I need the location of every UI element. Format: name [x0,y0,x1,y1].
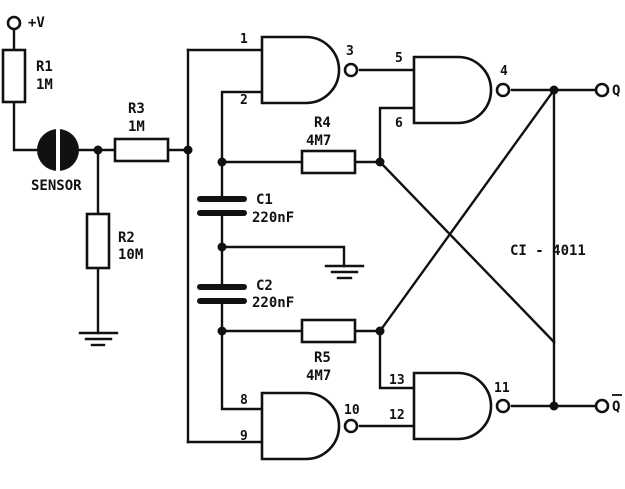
junction-dot [375,157,385,167]
resistor-r1: R1 1M [1,48,53,104]
resistor-r3-ref: R3 [128,101,145,117]
capacitor-c2-value: 220nF [252,295,294,311]
resistor-r2-ref: R2 [118,230,135,246]
pin-number: 10 [344,403,360,418]
junction-dot [183,145,193,155]
capacitor-c2: C2 220nF [197,278,294,311]
capacitor-c1-value: 220nF [252,210,294,226]
junctions [93,85,559,411]
sensor-label: SENSOR [31,178,82,194]
pin-number: 3 [346,44,354,59]
pin-number: 12 [389,408,405,423]
nand-gate-d [412,371,511,441]
pin-number: 6 [395,116,403,131]
pin-number: 1 [240,32,248,47]
junction-dot [217,326,227,336]
nand-gate-a [260,35,359,105]
pin-number: 5 [395,51,403,66]
ic-label: CI - 4011 [510,243,586,259]
output-q-bar-label: Q [612,399,620,415]
wiring [12,28,598,444]
pin-number: 9 [240,429,248,444]
resistor-r3: R3 1M [113,101,170,163]
junction-dot [375,326,385,336]
capacitor-c2-ref: C2 [256,278,273,294]
junction-dot [549,401,559,411]
pin-number: 2 [240,93,248,108]
output-q-bar-terminal: Q [594,394,622,415]
junction-dot [93,145,103,155]
resistor-r1-ref: R1 [36,59,53,75]
supply-label: +V [28,15,45,31]
resistor-r3-value: 1M [128,119,145,135]
resistor-r2: R2 10M [85,212,143,270]
capacitor-c1-ref: C1 [256,192,273,208]
resistor-r5-ref: R5 [314,350,331,366]
resistor-r5-value: 4M7 [306,368,331,384]
output-q-terminal: Q [594,82,620,99]
output-q-label: Q [612,83,620,99]
pin-number: 13 [389,373,405,388]
pin-number: 4 [500,64,508,79]
junction-dot [217,242,227,252]
resistor-r4-value: 4M7 [306,133,331,149]
capacitor-c1: C1 220nF [197,192,294,226]
nand-gate-c [260,391,359,461]
nand-gate-b [412,55,511,125]
resistor-r1-value: 1M [36,77,53,93]
touch-sensor: SENSOR [31,128,82,194]
resistor-r2-value: 10M [118,247,143,263]
resistor-r5: R5 4M7 [300,318,357,384]
supply-terminal: +V [6,15,45,31]
pin-number: 8 [240,393,248,408]
junction-dot [549,85,559,95]
ground-symbol [78,331,119,347]
resistor-r4: R4 4M7 [300,115,357,175]
pin-numbers: 1 2 3 5 4 6 8 9 10 13 12 11 [240,32,510,444]
resistor-r4-ref: R4 [314,115,331,131]
ground-symbol [324,264,365,280]
junction-dot [217,157,227,167]
pin-number: 11 [494,381,510,396]
